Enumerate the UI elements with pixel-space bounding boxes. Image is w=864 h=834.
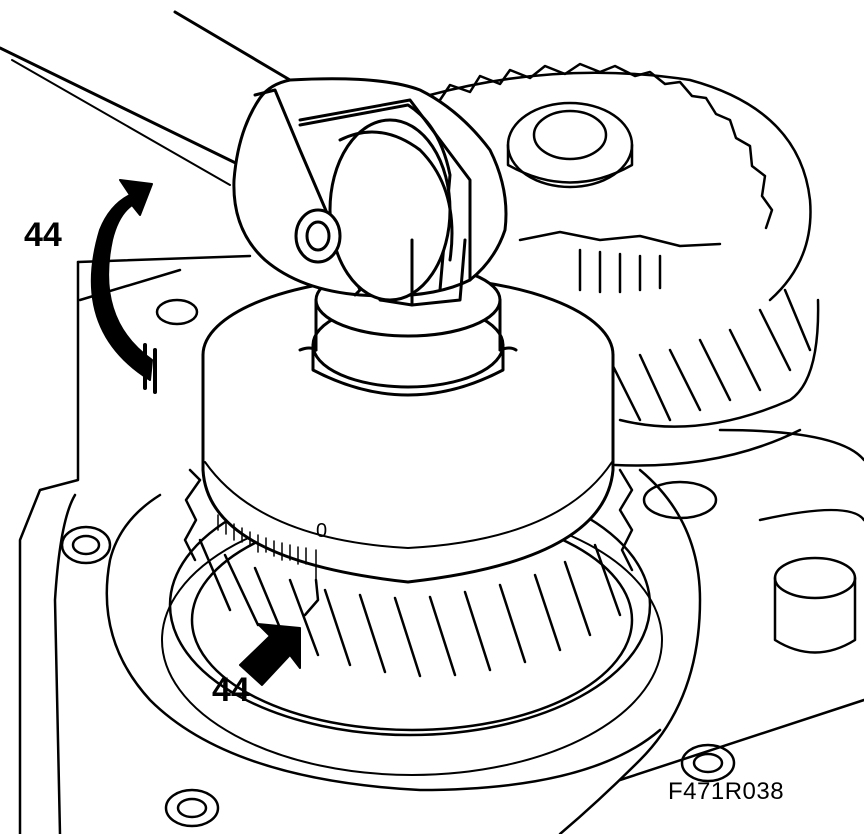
bolt-holes — [60, 298, 736, 828]
dial-zero-mark: 0 — [316, 520, 328, 542]
wrench-handle — [0, 10, 292, 186]
callout-rotation-label: 44 — [24, 216, 62, 254]
figure-code: F471R038 — [668, 778, 785, 805]
wrench-head — [232, 77, 508, 307]
shaft-post — [773, 556, 857, 654]
rotation-arrow-icon — [90, 179, 157, 394]
rear-gear — [428, 62, 820, 467]
gearbox-housing — [18, 254, 864, 834]
dial-scale — [217, 514, 317, 581]
pointer-arrow-icon — [239, 623, 301, 686]
callout-pointer-label: 44 — [212, 671, 250, 709]
